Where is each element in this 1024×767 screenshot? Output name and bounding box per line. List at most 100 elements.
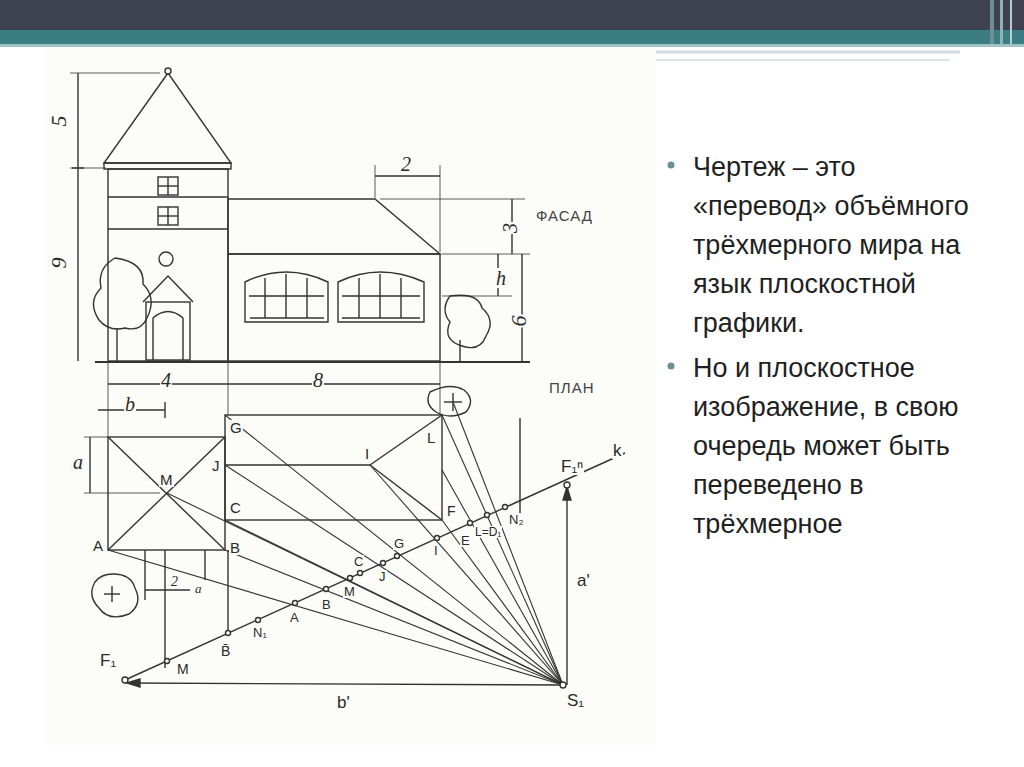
drawing-line bbox=[342, 295, 420, 296]
drawing-line bbox=[104, 163, 231, 169]
drawing-line bbox=[249, 295, 324, 296]
drawing-line bbox=[153, 312, 183, 361]
point-label: b' bbox=[336, 694, 351, 711]
dimension-label: 9 bbox=[48, 257, 70, 270]
point-label: F₁ bbox=[99, 652, 117, 669]
drawing-line bbox=[70, 168, 106, 169]
drawing-line bbox=[165, 68, 171, 74]
point-label: B bbox=[321, 598, 332, 611]
drawing-line bbox=[108, 228, 228, 229]
drawing-line bbox=[358, 571, 363, 576]
point-label: L bbox=[426, 430, 436, 445]
drawing-line bbox=[375, 175, 440, 176]
drawing-line bbox=[370, 465, 442, 520]
drawing-line bbox=[566, 487, 567, 685]
drawing-line bbox=[122, 677, 128, 683]
drawing-line bbox=[400, 278, 401, 318]
drawing-line bbox=[159, 252, 173, 266]
drawing-line bbox=[108, 437, 225, 550]
drawing-line bbox=[435, 536, 440, 541]
drawing-line bbox=[146, 302, 190, 360]
drawing-line bbox=[440, 165, 441, 252]
drawing-line bbox=[650, 59, 950, 61]
drawing-line bbox=[445, 295, 490, 347]
drawing-line bbox=[264, 278, 265, 318]
drawing-line bbox=[521, 254, 522, 361]
drawing-line bbox=[370, 465, 563, 685]
drawing-line bbox=[167, 493, 563, 685]
drawing-line bbox=[306, 278, 307, 318]
drawing-line bbox=[256, 618, 261, 623]
point-label: N₁ bbox=[252, 626, 268, 639]
point-label: C bbox=[229, 500, 242, 515]
drawing-line bbox=[225, 464, 370, 465]
point-label: A bbox=[289, 611, 300, 624]
point-label: M bbox=[343, 585, 356, 598]
drawing-line bbox=[342, 317, 420, 318]
projection-rays bbox=[108, 402, 563, 685]
drawing-line bbox=[453, 402, 563, 685]
drawing-line bbox=[228, 199, 440, 254]
point-label: I bbox=[433, 544, 439, 557]
point-label: S₁ bbox=[566, 692, 585, 709]
drawing-line bbox=[225, 465, 563, 685]
drawing-line bbox=[165, 659, 170, 664]
drawing-line bbox=[84, 437, 108, 438]
drawing-line bbox=[250, 317, 324, 318]
dimension-label: a bbox=[194, 582, 203, 595]
drawing-line bbox=[564, 482, 570, 488]
picture-line bbox=[122, 453, 625, 688]
drawing-line bbox=[158, 177, 178, 195]
bullet-list: Чертеж – это «перевод» объёмного трёхмер… bbox=[693, 148, 993, 550]
dimension-label: 4 bbox=[160, 370, 172, 390]
plan-drawing bbox=[84, 386, 520, 668]
scan-page bbox=[46, 48, 656, 745]
drawing-line bbox=[72, 167, 84, 168]
bullet-item: Чертеж – это «перевод» объёмного трёхмер… bbox=[693, 148, 993, 343]
dimension-label: 6 bbox=[508, 315, 530, 328]
drawing-line bbox=[1010, 0, 1012, 44]
drawing-line bbox=[1000, 0, 1003, 44]
point-label: I bbox=[364, 446, 370, 461]
drawing-line bbox=[158, 215, 178, 216]
bullet-item: Но и плоскостное изображение, в свою оче… bbox=[693, 349, 993, 544]
bullet-dot bbox=[667, 362, 675, 370]
drawing-line bbox=[89, 437, 90, 493]
drawing-line bbox=[164, 550, 165, 668]
drawing-line bbox=[145, 589, 190, 590]
drawing-line bbox=[428, 386, 471, 416]
dimension-label: 3 bbox=[500, 222, 520, 234]
point-label: ПЛАН bbox=[548, 380, 595, 395]
drawing-line bbox=[324, 587, 329, 592]
dimension-label: h bbox=[495, 268, 507, 288]
point-label: J bbox=[378, 570, 387, 583]
point-label: F bbox=[446, 504, 457, 518]
drawing-line bbox=[668, 162, 675, 169]
drawing-line bbox=[227, 550, 228, 636]
drawing-line bbox=[563, 487, 571, 500]
drawing-line bbox=[610, 51, 960, 54]
drawing-line bbox=[164, 402, 165, 418]
drawing-line bbox=[204, 550, 205, 580]
drawing-line bbox=[0, 0, 1024, 30]
drawing-line bbox=[77, 73, 78, 361]
point-label: M bbox=[159, 472, 174, 487]
drawing-line bbox=[144, 550, 145, 600]
drawing-line bbox=[108, 437, 225, 550]
drawing-line bbox=[519, 418, 520, 520]
drawing-line bbox=[108, 362, 109, 437]
drawing-line bbox=[442, 520, 563, 685]
dimension-label: a bbox=[72, 452, 84, 472]
drawing-line bbox=[990, 0, 994, 44]
point-label: L=D₁ bbox=[474, 526, 502, 538]
drawing-line bbox=[442, 415, 563, 685]
point-label: k bbox=[612, 442, 623, 459]
drawing-line bbox=[245, 272, 328, 322]
point-label: C bbox=[353, 555, 364, 568]
point-label: F₁ⁿ bbox=[560, 458, 584, 475]
drawing-line bbox=[380, 199, 525, 200]
drawing-line bbox=[668, 363, 675, 370]
drawing-line bbox=[225, 520, 563, 685]
